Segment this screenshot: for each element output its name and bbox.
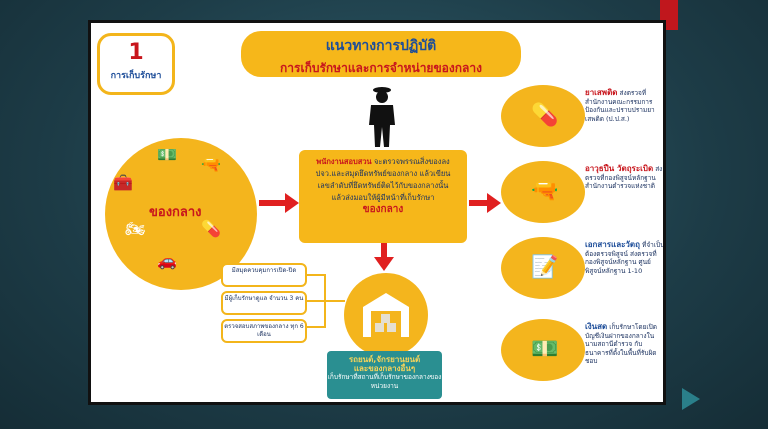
car-icon: 🚗 bbox=[157, 251, 177, 270]
slide-arrow-decoration bbox=[682, 388, 700, 410]
inspection-box: ตรวจสอบสภาพของกลาง ทุก 6 เดือน bbox=[221, 319, 307, 343]
title-box: แนวทางการปฏิบัติ การเก็บรักษาและการจำหน่… bbox=[241, 31, 521, 77]
money-icon: 💵 bbox=[157, 145, 177, 164]
weapons-desc: ส่งตรวจที่กองพิสูจน์หลักฐาน สำนักงานตำรว… bbox=[585, 165, 663, 190]
arrow-down-icon bbox=[374, 241, 394, 271]
documents-text: เอกสารและวัตถุ ที่จำเป็นต้องตรวจพิสูจน์ … bbox=[585, 240, 665, 275]
drugs-circle bbox=[501, 85, 585, 147]
officer-icon bbox=[369, 87, 395, 147]
drugs-head: ยาเสพติด bbox=[585, 88, 618, 97]
procedure-text: แล้วส่งมอบให้ผู้มีหน้าที่เก็บรักษา bbox=[331, 193, 435, 202]
arrow-right-icon bbox=[469, 193, 501, 213]
procedure-highlight: พนักงานสอบสวน bbox=[316, 157, 372, 166]
documents-circle bbox=[501, 237, 585, 299]
procedure-text: ปจว.และสมุดยึดทรัพย์ของกลาง แล้วเขียน bbox=[315, 169, 451, 178]
cash-head: เงินสด bbox=[585, 322, 608, 331]
vehicles-box: รถยนต์,จักรยานยนต์ และของกลางอื่นๆ เก็บร… bbox=[327, 351, 442, 399]
drugs-desc: ส่งตรวจที่สำนักงานคณะกรรมการป้องกันและปร… bbox=[585, 89, 655, 123]
procedure-box: พนักงานสอบสวน จะตรวจพรรณสิ่งของลง ปจว.แล… bbox=[299, 150, 467, 243]
drugs-text: ยาเสพติด ส่งตรวจที่สำนักงานคณะกรรมการป้อ… bbox=[585, 88, 663, 123]
infographic-frame: 1 การเก็บรักษา แนวทางการปฏิบัติ การเก็บร… bbox=[88, 20, 666, 405]
document-icon: 📝 bbox=[531, 255, 559, 280]
gun-icon: 🔫 bbox=[531, 179, 559, 204]
weapons-circle bbox=[501, 161, 585, 223]
vehicles-desc: เก็บรักษาที่สถานที่เก็บรักษาของกลางของหน… bbox=[327, 373, 442, 390]
bracket-connector bbox=[307, 274, 345, 328]
pills-icon: 💊 bbox=[201, 219, 221, 238]
procedure-tail: ของกลาง bbox=[362, 204, 404, 215]
procedure-text: เลขลำดับที่ยึดทรัพย์ติดไว้กับของกลางนั้น bbox=[317, 181, 449, 190]
weapons-text: อาวุธปืน วัตถุระเบิด ส่งตรวจที่กองพิสูจน… bbox=[585, 164, 663, 191]
weapons-head: อาวุธปืน วัตถุระเบิด bbox=[585, 164, 654, 173]
control-box: มีสมุดควบคุมการเปิด-ปิด bbox=[221, 263, 307, 287]
step-number: 1 bbox=[128, 40, 144, 65]
pills-icon: 💊 bbox=[531, 103, 559, 128]
documents-desc: ที่จำเป็นต้องตรวจพิสูจน์ ส่งตรวจที่กองพิ… bbox=[585, 241, 665, 275]
page-subtitle: การเก็บรักษาและการจำหน่ายของกลาง bbox=[280, 61, 482, 75]
cash-circle bbox=[501, 319, 585, 381]
evidence-label: ของกลาง bbox=[149, 205, 202, 220]
vehicles-head2: และของกลางอื่นๆ bbox=[353, 364, 416, 373]
step-box: 1 การเก็บรักษา bbox=[97, 33, 175, 95]
procedure-text: จะตรวจพรรณสิ่งของลง bbox=[371, 157, 450, 166]
warehouse-icon bbox=[363, 293, 409, 337]
cash-text: เงินสด เก็บรักษาโดยเปิดบัญชีเงินฝากของกล… bbox=[585, 322, 663, 366]
motorcycle-icon: 🏍 bbox=[125, 219, 146, 238]
chest-icon: 🧰 bbox=[113, 173, 133, 192]
cash-desc: เก็บรักษาโดยเปิดบัญชีเงินฝากของกลางในนาม… bbox=[585, 323, 657, 365]
documents-head: เอกสารและวัตถุ bbox=[585, 240, 640, 249]
vehicles-head: รถยนต์,จักรยานยนต์ bbox=[348, 355, 421, 364]
arrow-right-icon bbox=[259, 193, 299, 213]
keepers-box: มีผู้เก็บรักษาดูแล จำนวน 3 คน bbox=[221, 291, 307, 315]
page-title: แนวทางการปฏิบัติ bbox=[325, 38, 437, 54]
cash-icon: 💵 bbox=[531, 337, 559, 362]
gun-icon: 🔫 bbox=[201, 155, 221, 174]
step-label: การเก็บรักษา bbox=[110, 71, 162, 81]
